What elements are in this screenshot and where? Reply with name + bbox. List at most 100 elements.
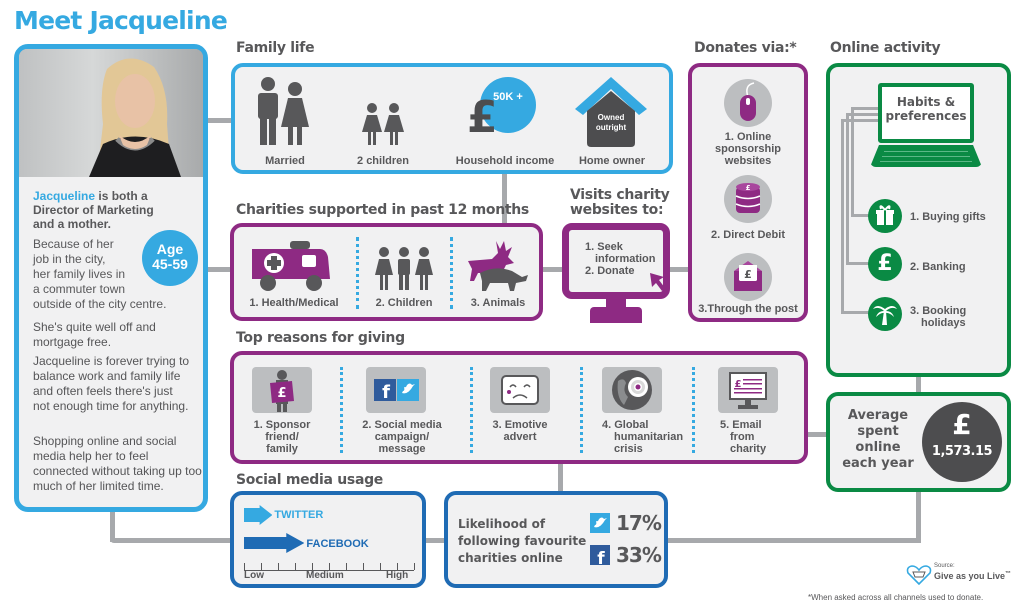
heart-basket-icon xyxy=(906,565,932,585)
sponsor-icon: £ xyxy=(252,367,312,413)
twitter-usage-label: TWITTER xyxy=(274,509,324,521)
reason-label-global: 4. Global humanitarian crisis xyxy=(602,419,684,455)
svg-text:f: f xyxy=(597,549,605,565)
svg-text:£: £ xyxy=(744,268,752,281)
connector-line xyxy=(666,538,921,543)
connector-line xyxy=(425,538,447,543)
facebook-icon: f xyxy=(590,545,610,565)
charity-label-animals: 3. Animals xyxy=(470,297,526,309)
charity-label-children: 2. Children xyxy=(375,297,433,309)
profile-photo xyxy=(19,49,203,177)
tree-line xyxy=(851,214,871,217)
footnote: *When asked across all channels used to … xyxy=(808,593,984,602)
scale-tick xyxy=(346,563,347,570)
svg-text:£: £ xyxy=(735,379,742,390)
average-spent-amount: 1,573.15 xyxy=(931,444,993,459)
facebook-likelihood-pct: 33% xyxy=(616,543,662,567)
svg-text:£: £ xyxy=(746,184,751,192)
connector-line xyxy=(916,488,921,543)
donates-box: 1. Online sponsorship websites £ 2. Dire… xyxy=(688,63,808,322)
donates-title: Donates via:* xyxy=(694,40,797,56)
social-usage-title: Social media usage xyxy=(236,472,384,488)
source-name: Give as you Live™ xyxy=(934,571,1012,581)
scale-tick xyxy=(397,563,398,570)
online-label-banking: 2. Banking xyxy=(910,261,966,273)
divider xyxy=(470,367,473,453)
donate-label-online: 1. Online sponsorship websites xyxy=(714,131,781,167)
couple-icon xyxy=(258,77,309,145)
family-life-box: Married 2 children 50K + £ Household inc… xyxy=(231,63,673,174)
average-spent-box: Average spent online each year £ 1,573.1… xyxy=(826,392,1011,492)
profile-intro: Jacqueline is both a Director of Marketi… xyxy=(33,189,154,231)
divider xyxy=(692,367,695,453)
tree-line xyxy=(841,119,886,122)
connector-line xyxy=(502,172,507,224)
facebook-usage-label: FACEBOOK xyxy=(306,538,369,550)
source-logo xyxy=(906,565,932,585)
sad-face-icon xyxy=(490,367,550,413)
svg-text:£: £ xyxy=(277,386,286,401)
online-activity-title: Online activity xyxy=(830,40,941,56)
charities-box: 1. Health/Medical 2. Children 3. Animals xyxy=(230,223,543,321)
visits-list: 1. Seek information 2. Donate xyxy=(585,241,656,277)
divider xyxy=(450,237,453,309)
connector-line xyxy=(110,538,232,543)
scale-tick xyxy=(363,563,364,570)
scale-tick xyxy=(278,563,279,570)
average-spent-badge: £ 1,573.15 xyxy=(922,402,1002,482)
online-activity-box: Habits & preferences 1. Buying gifts £ 2… xyxy=(826,63,1011,377)
twitter-usage-bar xyxy=(244,505,273,525)
tree-line xyxy=(841,119,844,314)
online-label-holidays: 3. Booking holidays xyxy=(910,305,967,329)
pound-icon: £ xyxy=(868,247,902,281)
online-label-gifts: 1. Buying gifts xyxy=(910,211,986,223)
scale-medium-label: Medium xyxy=(306,570,344,581)
scale-low-label: Low xyxy=(244,570,264,581)
pound-icon: £ xyxy=(952,408,972,441)
ambulance-icon xyxy=(252,241,330,291)
cursor-icon xyxy=(650,273,665,291)
coins-icon: £ xyxy=(724,175,772,223)
average-spent-label: Average spent online each year xyxy=(842,408,914,471)
family-label-children: 2 children xyxy=(357,155,409,167)
scale-tick xyxy=(244,563,245,570)
tree-line xyxy=(846,262,871,265)
reason-label-sponsor: 1. Sponsor friend/ family xyxy=(253,419,311,455)
profile-para-3: Jacqueline is forever trying to balance … xyxy=(33,354,190,413)
scale-tick xyxy=(295,563,296,570)
email-monitor-icon: £ xyxy=(718,367,778,413)
charities-title: Charities supported in past 12 months xyxy=(236,202,529,218)
connector-line xyxy=(916,375,921,395)
family-label-income: Household income xyxy=(455,155,555,167)
reasons-box: £ 1. Sponsor friend/ family f 2. Social … xyxy=(230,351,808,464)
likelihood-box: Likelihood of following favourite charit… xyxy=(444,491,668,588)
likelihood-label: Likelihood of following favourite charit… xyxy=(458,517,587,565)
svg-text:f: f xyxy=(382,382,390,403)
profile-para-4: Shopping online and social media help he… xyxy=(33,434,202,493)
family-label-home: Home owner xyxy=(578,155,645,167)
profile-para-1: Because of her job in the city, her fami… xyxy=(33,237,167,311)
tree-line xyxy=(846,113,849,265)
house-icon xyxy=(575,77,647,147)
reason-label-social: 2. Social media campaign/ message xyxy=(362,419,442,455)
page-title: Meet Jacqueline xyxy=(14,6,228,35)
scale-tick xyxy=(414,563,415,570)
social-usage-box: TWITTER FACEBOOK Low Medium High xyxy=(230,491,426,588)
social-media-icon: f xyxy=(366,367,426,413)
gift-icon xyxy=(868,199,902,233)
twitter-likelihood-pct: 17% xyxy=(616,511,662,535)
tree-line xyxy=(851,107,885,110)
globe-target-icon xyxy=(602,367,662,413)
connector-line xyxy=(110,508,115,542)
mouse-icon xyxy=(724,79,772,127)
connector-line xyxy=(558,462,563,492)
reasons-title: Top reasons for giving xyxy=(236,330,405,346)
profile-card: Jacqueline is both a Director of Marketi… xyxy=(14,44,208,512)
pound-icon: £ xyxy=(467,92,498,143)
connector-line xyxy=(204,267,234,272)
profile-name: Jacqueline xyxy=(33,189,96,203)
donate-label-direct-debit: 2. Direct Debit xyxy=(711,229,785,241)
twitter-icon xyxy=(590,513,610,533)
envelope-icon: £ xyxy=(724,253,772,301)
connector-line xyxy=(540,267,564,272)
